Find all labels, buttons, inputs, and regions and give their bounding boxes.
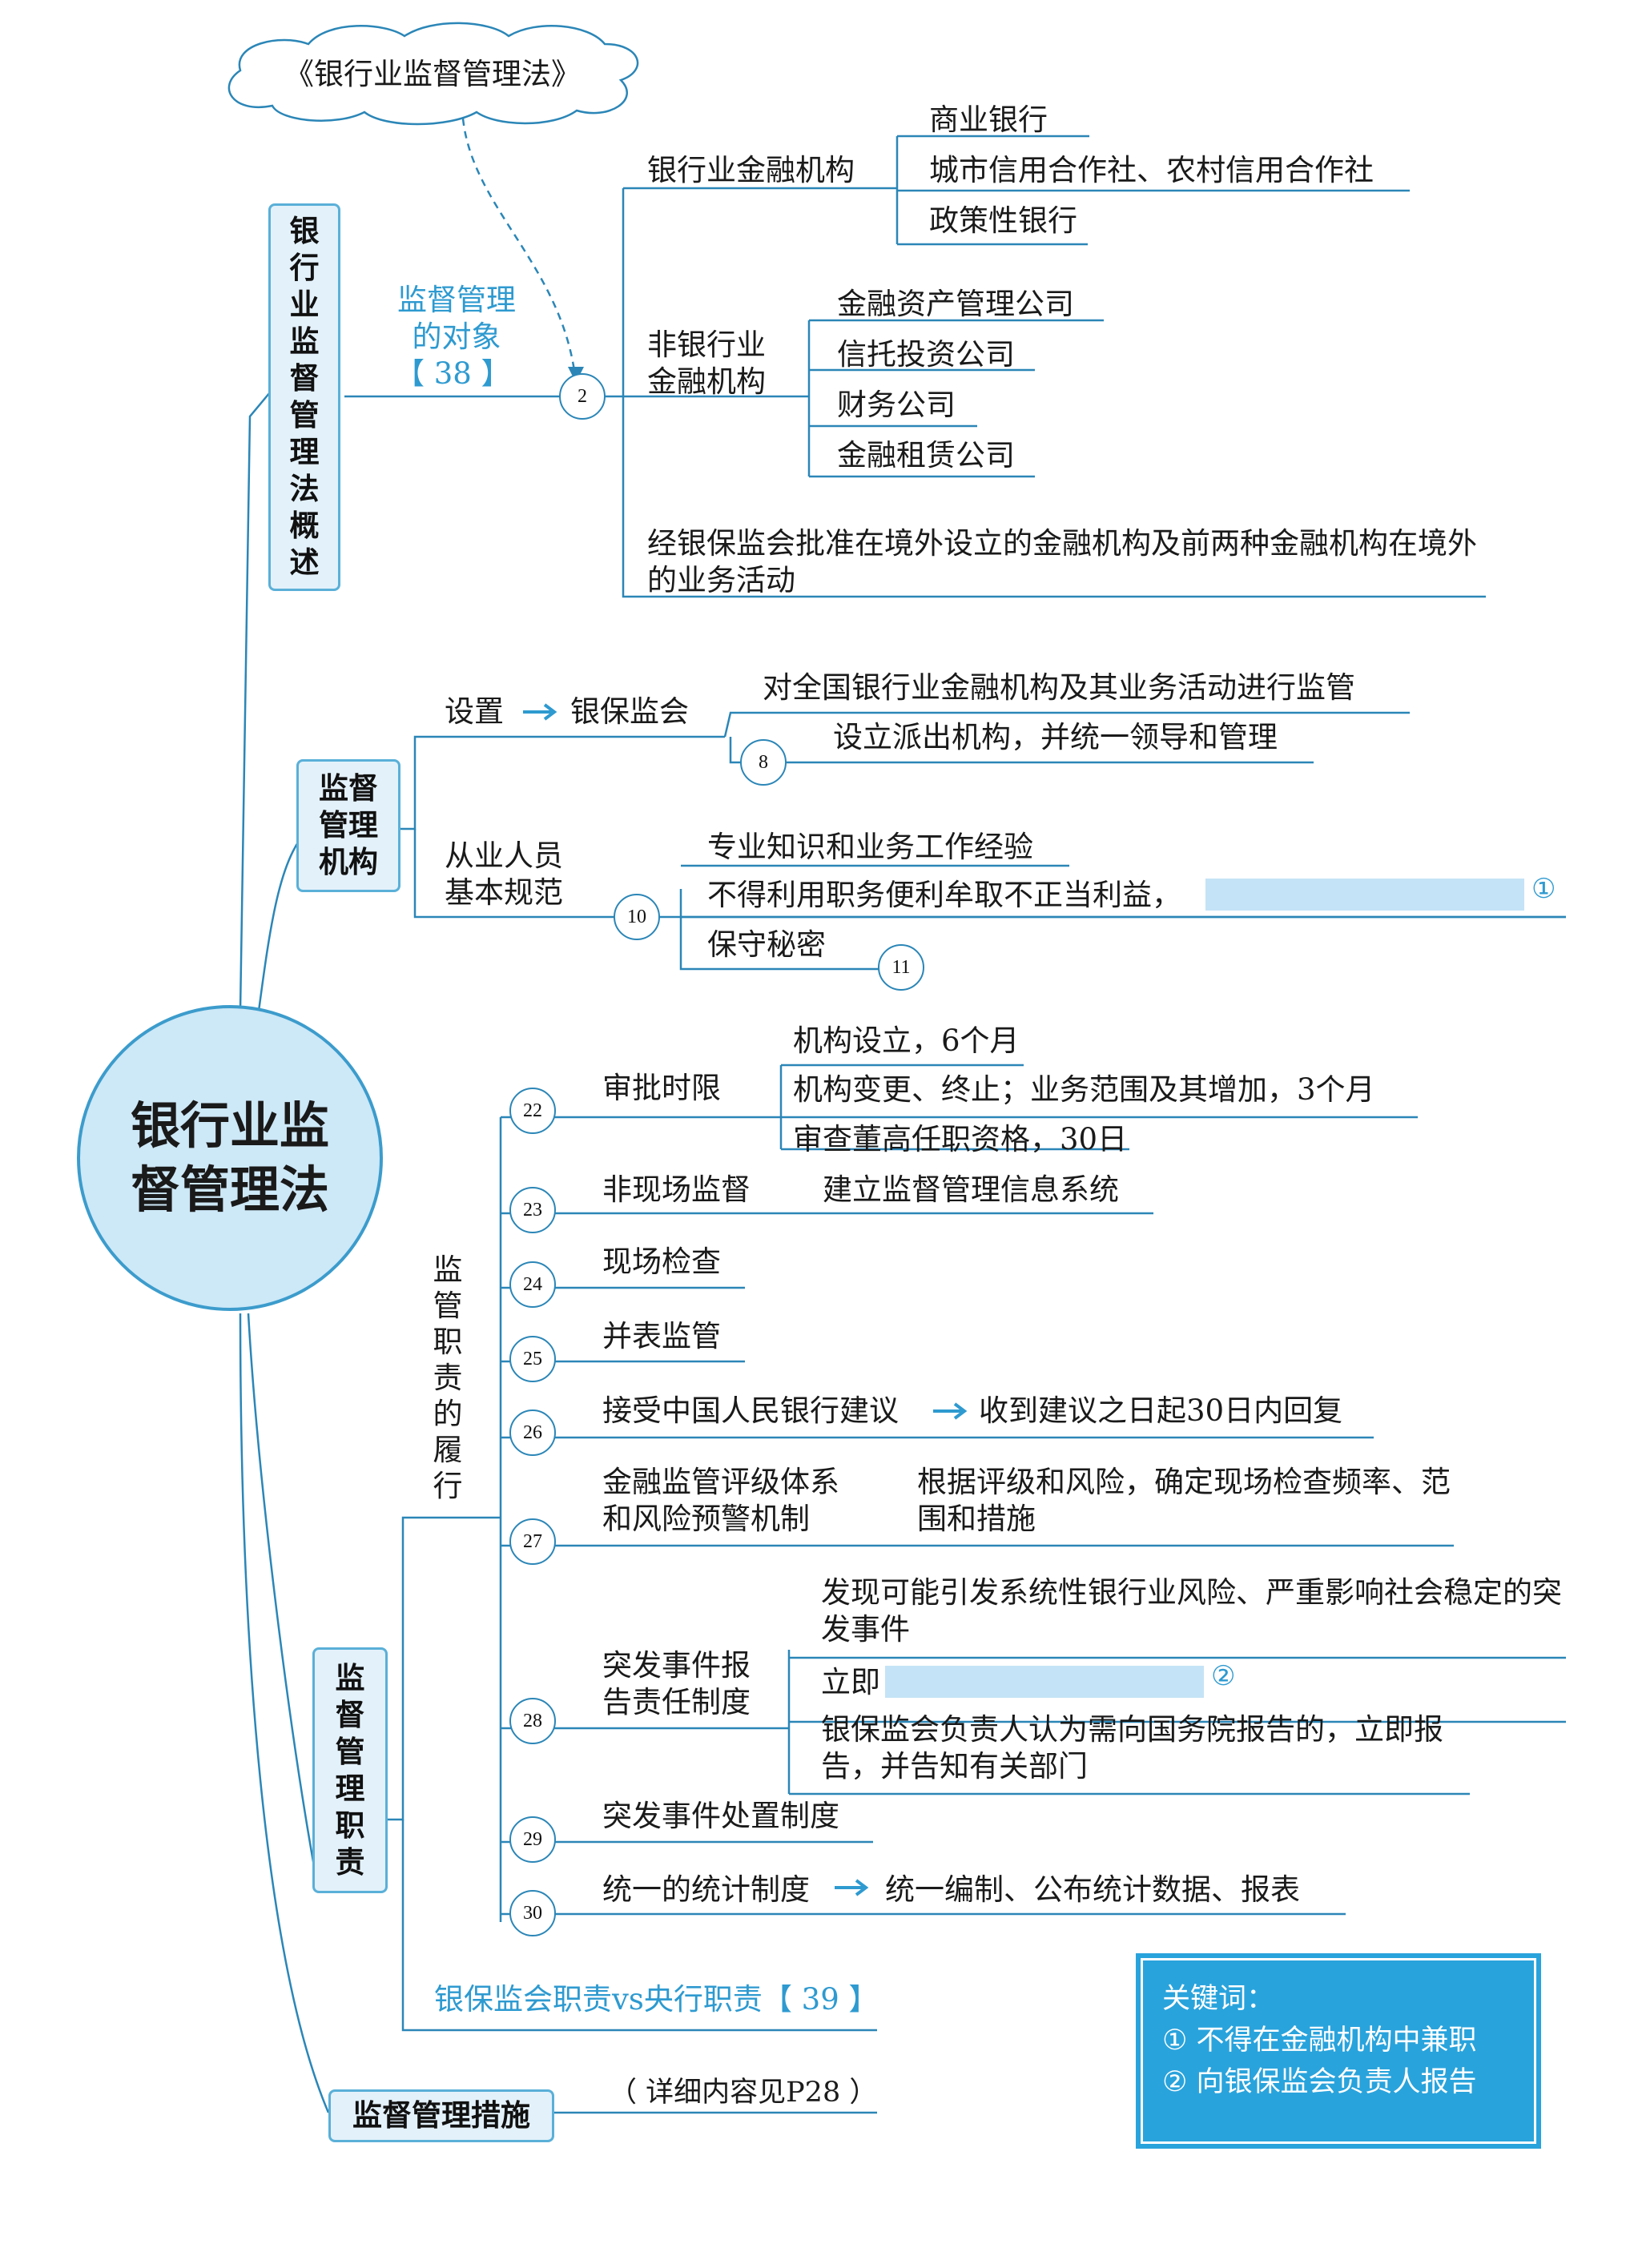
vs-link[interactable]: 银保监会职责vs央行职责【 39 】 [434, 1982, 879, 2017]
setup-num: 8 [740, 739, 787, 786]
perform-label: 监管职责的履行 [433, 1253, 463, 1503]
duty-num: 25 [509, 1336, 556, 1382]
blank-highlight-1 [1205, 879, 1524, 911]
staff-label: 从业人员基本规范 [445, 838, 563, 910]
central-topic[interactable]: 银行业监督管理法 [77, 1005, 383, 1311]
nonbanks-label: 非银行业金融机构 [647, 328, 766, 399]
offsite-label: 非现场监督 [602, 1172, 751, 1207]
staff-item: 保守秘密 [707, 927, 826, 962]
offsite-detail: 建立监督管理信息系统 [823, 1172, 1119, 1207]
overseas-text: 经银保监会批准在境外设立的金融机构及前两种金融机构在境外的业务活动 [647, 526, 1477, 597]
duties-title: 监督管理职责 [335, 1660, 365, 1880]
nonbank-item: 财务公司 [837, 388, 956, 422]
nonbank-item: 金融资产管理公司 [837, 287, 1074, 321]
institution-title: 监督管理机构 [319, 771, 378, 879]
keyword-title: 关键词： [1162, 1983, 1275, 2015]
staff-item: 专业知识和业务工作经验 [707, 830, 1033, 864]
pboc-detail: 收到建议之日起30日内回复 [979, 1393, 1343, 1428]
bank-item: 商业银行 [929, 103, 1048, 137]
rating-detail: 根据评级和风险，确定现场检查频率、范围和措施 [917, 1465, 1451, 1536]
blank-highlight-2 [885, 1666, 1204, 1698]
consolidated-label: 并表监管 [602, 1319, 721, 1353]
keyword-item: ① 不得在金融机构中兼职 [1162, 2025, 1477, 2057]
measures-note: （ 详细内容见P28 ） [609, 2077, 878, 2109]
duty-num: 29 [509, 1816, 556, 1863]
emergency-item: 发现可能引发系统性银行业风险、严重影响社会稳定的突发事件 [821, 1575, 1562, 1647]
staff-num: 10 [614, 894, 660, 940]
duty-num: 27 [509, 1518, 556, 1565]
rating-label: 金融监管评级体系和风险预警机制 [602, 1465, 839, 1536]
onsite-label: 现场检查 [602, 1245, 721, 1279]
stats-label: 统一的统计制度 [602, 1872, 810, 1907]
duty-num: 22 [509, 1088, 556, 1134]
nonbank-item: 金融租赁公司 [837, 438, 1015, 472]
emergency-item: 立即 [821, 1665, 880, 1699]
approval-item: 机构变更、终止；业务范围及其增加，3个月 [793, 1072, 1375, 1107]
object-label: 监督管理的对象 [397, 283, 516, 354]
approval-label: 审批时限 [602, 1071, 721, 1105]
central-topic-label: 银行业监督管理法 [130, 1096, 329, 1219]
keyword-item: ② 向银保监会负责人报告 [1162, 2066, 1477, 2098]
handling-label: 突发事件处置制度 [602, 1799, 839, 1833]
emergency-item: 银保监会负责人认为需向国务院报告的，立即报告，并告知有关部门 [821, 1712, 1443, 1783]
setup-target: 银保监会 [570, 694, 689, 729]
setup-item: 对全国银行业金融机构及其业务活动进行监管 [763, 670, 1355, 705]
institution-node[interactable]: 监督管理机构 [296, 759, 400, 892]
pboc-label: 接受中国人民银行建议 [602, 1393, 899, 1428]
blank-mark-1: ① [1531, 873, 1556, 905]
object-page: 【 38 】 [395, 356, 511, 391]
emergency-label: 突发事件报告责任制度 [602, 1648, 751, 1719]
object-num: 2 [559, 373, 606, 420]
approval-item: 机构设立，6个月 [793, 1023, 1020, 1058]
duty-num: 23 [509, 1187, 556, 1233]
setup-item: 设立派出机构，并统一领导和管理 [833, 720, 1278, 754]
setup-label: 设置 [445, 694, 504, 729]
overview-node[interactable]: 银行业监督管理法概述 [268, 203, 340, 591]
duty-num: 30 [509, 1890, 556, 1936]
bank-item: 城市信用合作社、农村信用合作社 [929, 153, 1374, 187]
bank-item: 政策性银行 [929, 203, 1077, 238]
approval-item: 审查董高任职资格，30日 [793, 1122, 1128, 1156]
measures-node[interactable]: 监督管理措施 [328, 2089, 554, 2142]
blank-mark-2: ② [1211, 1660, 1236, 1692]
cloud-shape [227, 22, 639, 126]
duties-node[interactable]: 监督管理职责 [312, 1647, 388, 1893]
staff-item: 不得利用职务便利牟取不正当利益， [707, 878, 1181, 912]
banks-label: 银行业金融机构 [647, 153, 855, 187]
overview-title: 银行业监督管理法概述 [289, 214, 320, 580]
secret-num: 11 [878, 944, 924, 991]
cloud-title: 《银行业监督管理法》 [284, 57, 581, 91]
nonbank-item: 信托投资公司 [837, 337, 1015, 372]
keyword-box: 关键词： ① 不得在金融机构中兼职 ② 向银保监会负责人报告 [1141, 1958, 1536, 2144]
duty-num: 24 [509, 1261, 556, 1308]
duty-num: 28 [509, 1698, 556, 1744]
stats-detail: 统一编制、公布统计数据、报表 [885, 1872, 1300, 1907]
duty-num: 26 [509, 1409, 556, 1456]
measures-title: 监督管理措施 [352, 2098, 530, 2133]
